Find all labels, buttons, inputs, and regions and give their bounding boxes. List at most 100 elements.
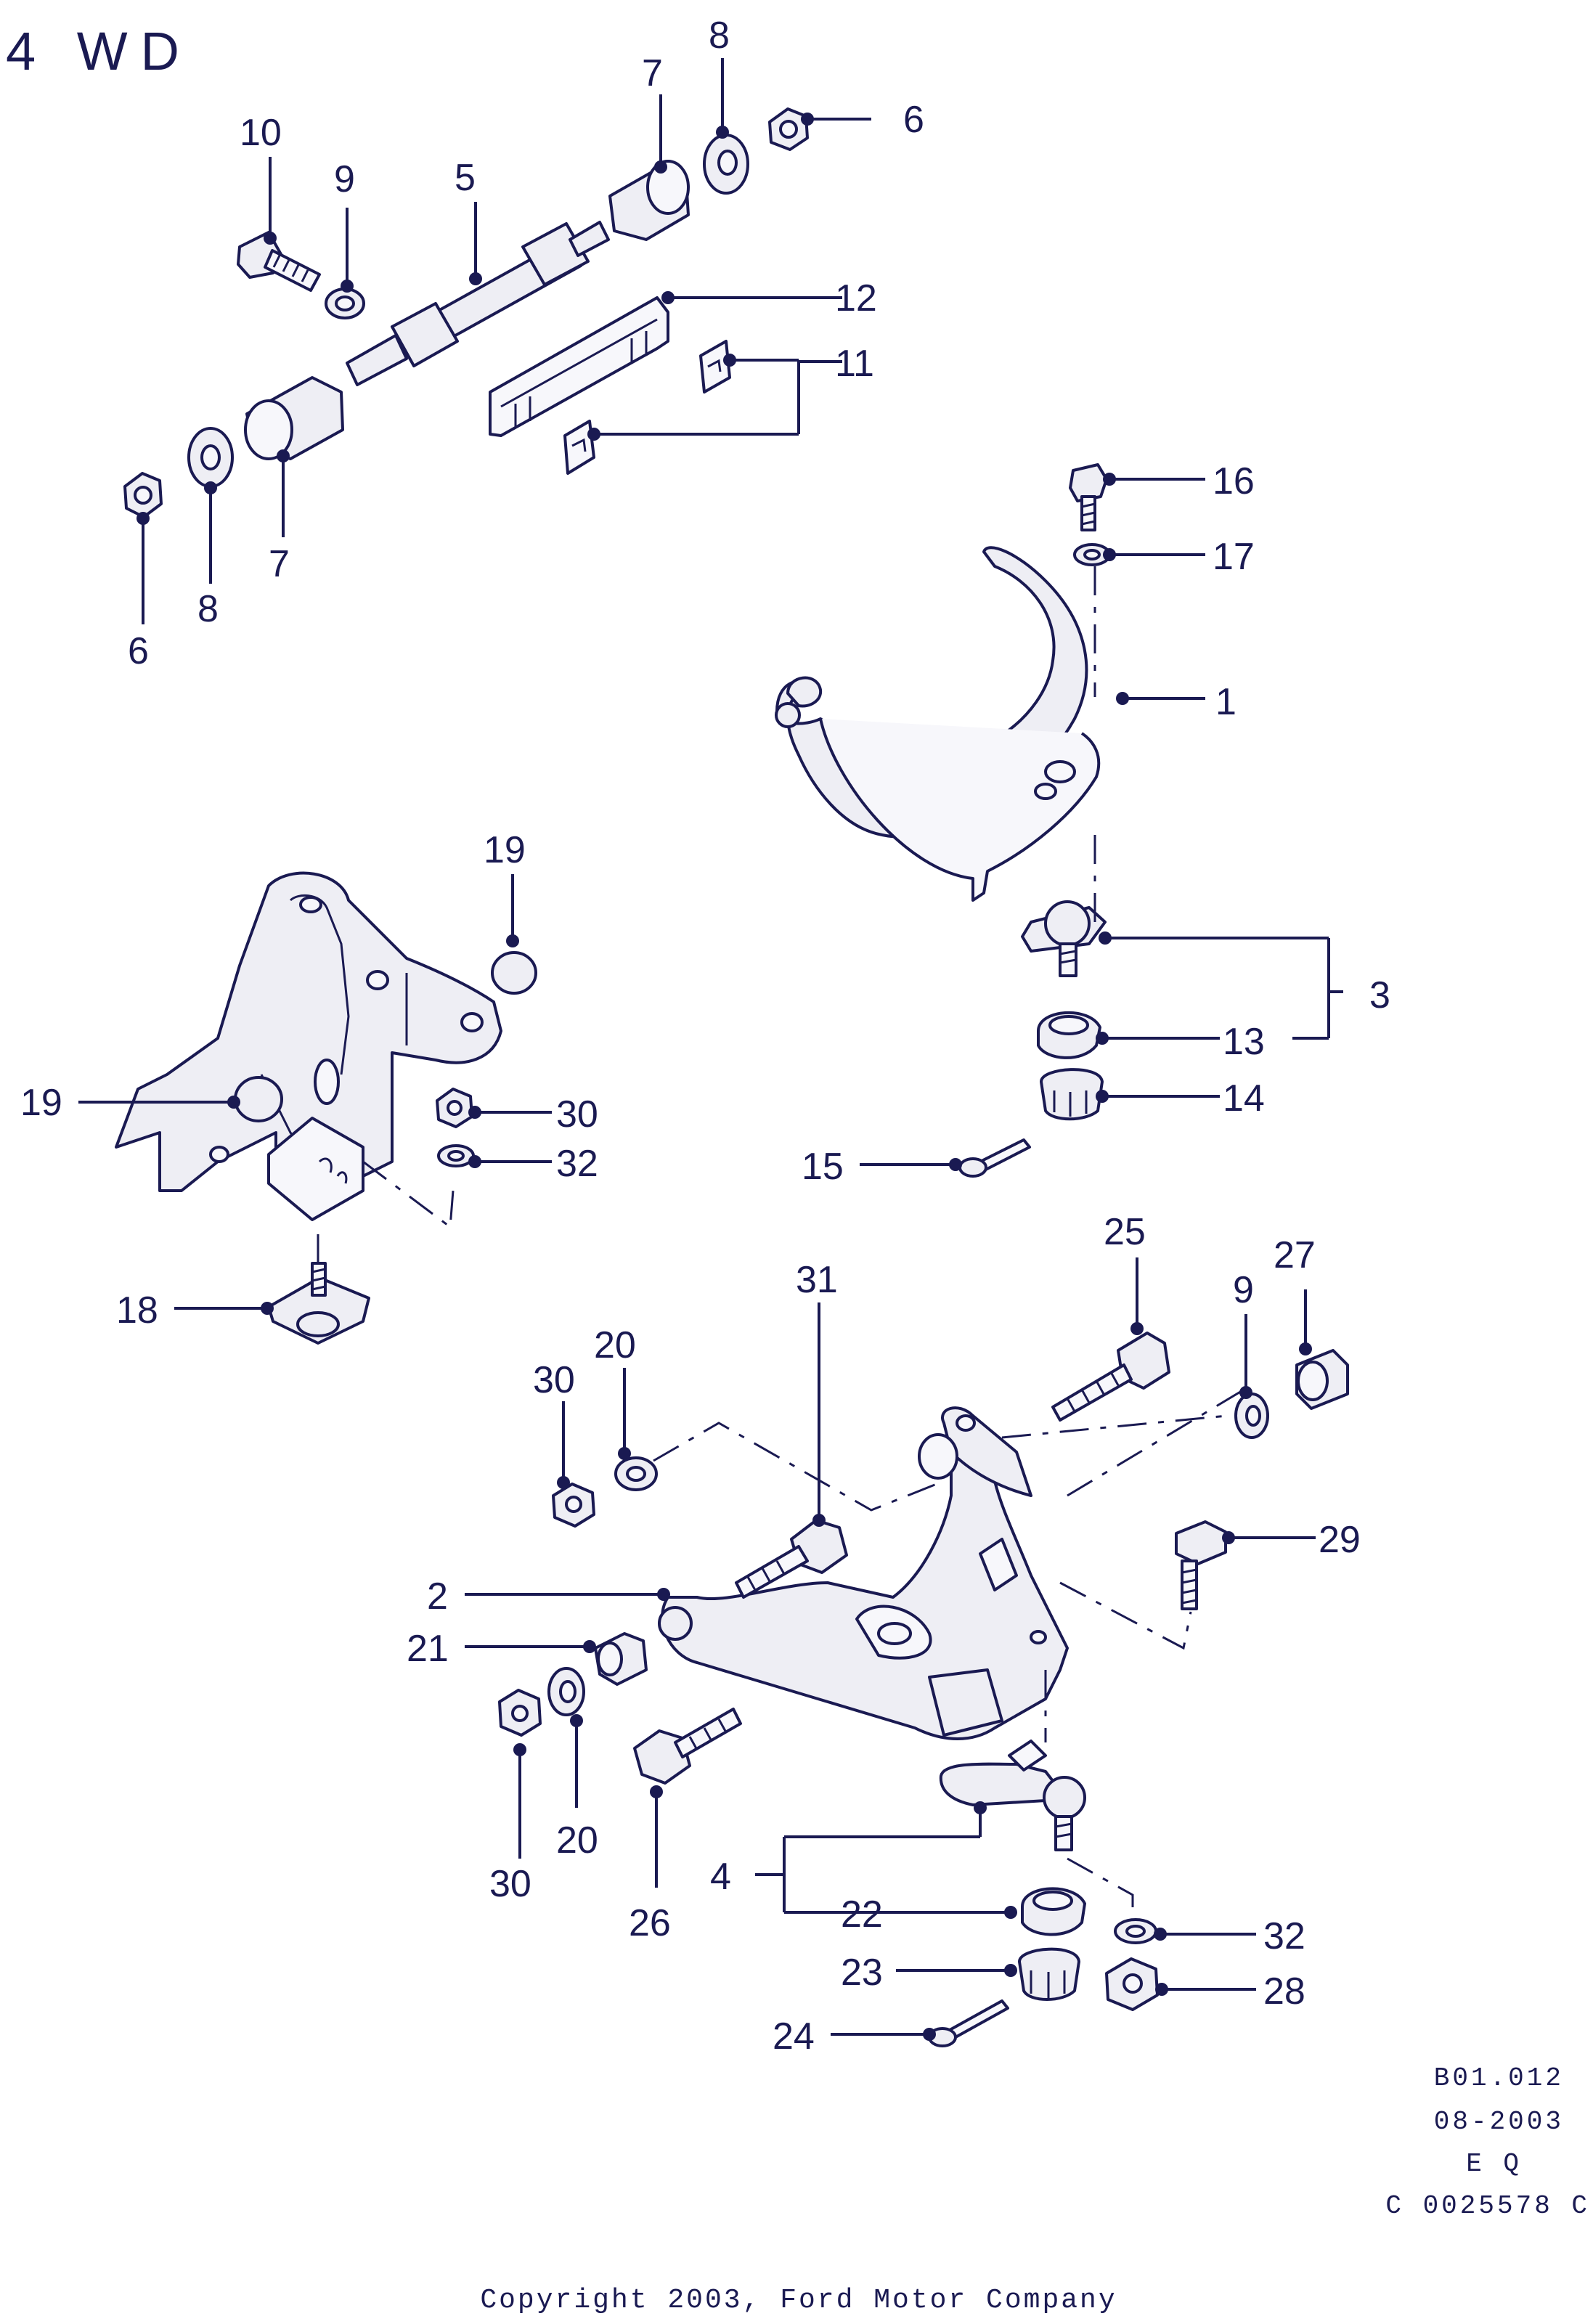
part-9-lock-washer[interactable]	[325, 288, 365, 319]
callout-2: 2	[427, 1575, 448, 1618]
diagram-date: 08-2003	[1434, 2107, 1564, 2137]
market-code: E Q	[1466, 2149, 1522, 2179]
part-26-bolt[interactable]	[633, 1708, 742, 1785]
callout-17: 17	[1213, 536, 1255, 578]
part-8-washer-left[interactable]	[187, 427, 234, 488]
part-6-nut-left[interactable]	[123, 472, 163, 518]
part-24-cotter-pin[interactable]	[928, 1999, 1009, 2047]
leaders-upper-right	[860, 473, 1343, 1171]
callout-8-lower: 8	[197, 588, 219, 630]
callout-1: 1	[1215, 681, 1236, 723]
callout-25: 25	[1104, 1211, 1146, 1253]
part-9-washer-lower[interactable]	[1234, 1393, 1269, 1439]
part-10-bolt[interactable]	[237, 231, 321, 292]
part-22-dust-boot[interactable]	[1021, 1887, 1086, 1936]
upper-control-arm-group	[775, 463, 1111, 1178]
part-12-shim-plate[interactable]	[489, 296, 669, 437]
part-16-bolt[interactable]	[1069, 463, 1108, 531]
part-25-bolt[interactable]	[1051, 1332, 1170, 1422]
upper-arm-shaft-group	[123, 107, 809, 518]
callout-32-upper: 32	[556, 1143, 598, 1185]
callout-30-lower: 30	[489, 1863, 531, 1905]
callout-4: 4	[710, 1856, 731, 1898]
leaders-lower	[465, 1257, 1316, 2041]
callout-8-upper: 8	[709, 15, 730, 57]
part-1-upper-control-arm[interactable]	[775, 546, 1101, 902]
callout-6-lower: 6	[128, 630, 149, 672]
callout-11: 11	[835, 343, 874, 385]
callout-10: 10	[240, 112, 282, 154]
part-11-shim-b[interactable]	[563, 420, 595, 475]
leaders-upper-left	[137, 58, 871, 624]
callout-7-lower: 7	[269, 543, 290, 585]
callout-23: 23	[841, 1952, 883, 1994]
part-6-nut-right[interactable]	[768, 107, 809, 151]
callout-22: 22	[841, 1893, 883, 1936]
part-27-bushing[interactable]	[1295, 1349, 1349, 1410]
part-13-dust-boot[interactable]	[1037, 1011, 1101, 1059]
part-28-nut[interactable]	[1105, 1957, 1159, 2011]
callout-21: 21	[407, 1628, 449, 1670]
meta-block: B01.012 08-2003 E Q C 0025578 C	[1385, 2063, 1590, 2221]
part-18-bracket-mount[interactable]	[267, 1262, 370, 1345]
part-32-washer-lower[interactable]	[1114, 1918, 1157, 1944]
part-11-shim-a[interactable]	[699, 340, 731, 394]
callout-24: 24	[773, 2015, 815, 2058]
callout-labels: 10 9 5 7 8 6 12 11 7 8 6 16 17 1 3 13 14…	[20, 15, 1390, 2058]
part-2-lower-control-arm[interactable]	[658, 1406, 1069, 1740]
callout-7-upper: 7	[642, 52, 663, 94]
callout-15: 15	[802, 1146, 844, 1188]
part-14-castle-nut[interactable]	[1040, 1068, 1104, 1121]
callout-3: 3	[1369, 974, 1390, 1016]
part-7-bushing-left[interactable]	[244, 376, 344, 460]
part-15-cotter-pin[interactable]	[958, 1138, 1031, 1178]
callout-14: 14	[1223, 1077, 1265, 1120]
part-20-washer-upper[interactable]	[614, 1456, 658, 1491]
part-3-upper-ball-joint[interactable]	[1021, 900, 1107, 977]
callout-19-upper: 19	[484, 829, 526, 871]
part-20-washer-lower[interactable]	[547, 1667, 585, 1716]
callout-31: 31	[796, 1259, 838, 1301]
part-19-bump-stop-left[interactable]	[234, 1076, 283, 1122]
part-4-lower-ball-joint[interactable]	[939, 1740, 1086, 1851]
callout-16: 16	[1213, 460, 1255, 502]
callout-12: 12	[835, 277, 877, 319]
part-31-bolt[interactable]	[735, 1519, 848, 1599]
frame-bracket	[115, 871, 502, 1221]
copyright-notice: Copyright 2003, Ford Motor Company	[480, 2285, 1117, 2316]
callout-18: 18	[116, 1289, 158, 1332]
part-30-nut-upper[interactable]	[436, 1088, 473, 1128]
callout-6-upper: 6	[903, 99, 924, 141]
part-5-pivot-shaft[interactable]	[346, 221, 610, 386]
callout-29: 29	[1319, 1519, 1361, 1561]
callout-32-lower: 32	[1263, 1915, 1305, 1957]
part-30-nut-lower[interactable]	[498, 1689, 542, 1737]
callout-19-lower: 19	[20, 1082, 62, 1124]
callout-30-upper: 30	[556, 1093, 598, 1136]
part-30-nut-mid[interactable]	[552, 1483, 595, 1528]
lower-control-arm-group	[498, 1332, 1349, 2047]
part-8-washer-right[interactable]	[703, 134, 749, 195]
frame-bracket-group	[115, 871, 537, 1345]
part-19-bump-stop-right[interactable]	[491, 951, 537, 995]
diagram-title: 4 WD	[6, 21, 192, 81]
catalog-code: C 0025578 C	[1385, 2191, 1590, 2221]
callout-26: 26	[629, 1902, 671, 1944]
part-7-bushing-right[interactable]	[608, 160, 690, 241]
part-23-castle-nut[interactable]	[1018, 1947, 1080, 2001]
diagram-ref: B01.012	[1434, 2063, 1564, 2093]
callout-9-upper: 9	[334, 158, 355, 200]
callout-27: 27	[1274, 1234, 1316, 1276]
callout-20-upper: 20	[594, 1324, 636, 1366]
part-32-washer-upper[interactable]	[437, 1144, 475, 1167]
callout-5: 5	[455, 157, 476, 199]
part-29-bolt[interactable]	[1175, 1520, 1227, 1610]
leaders-left-middle	[78, 874, 552, 1315]
callout-30-mid: 30	[533, 1359, 575, 1401]
part-21-bushing[interactable]	[594, 1632, 648, 1686]
callout-9-lower: 9	[1233, 1269, 1254, 1311]
callout-13: 13	[1223, 1021, 1265, 1063]
callout-20-lower: 20	[556, 1819, 598, 1862]
